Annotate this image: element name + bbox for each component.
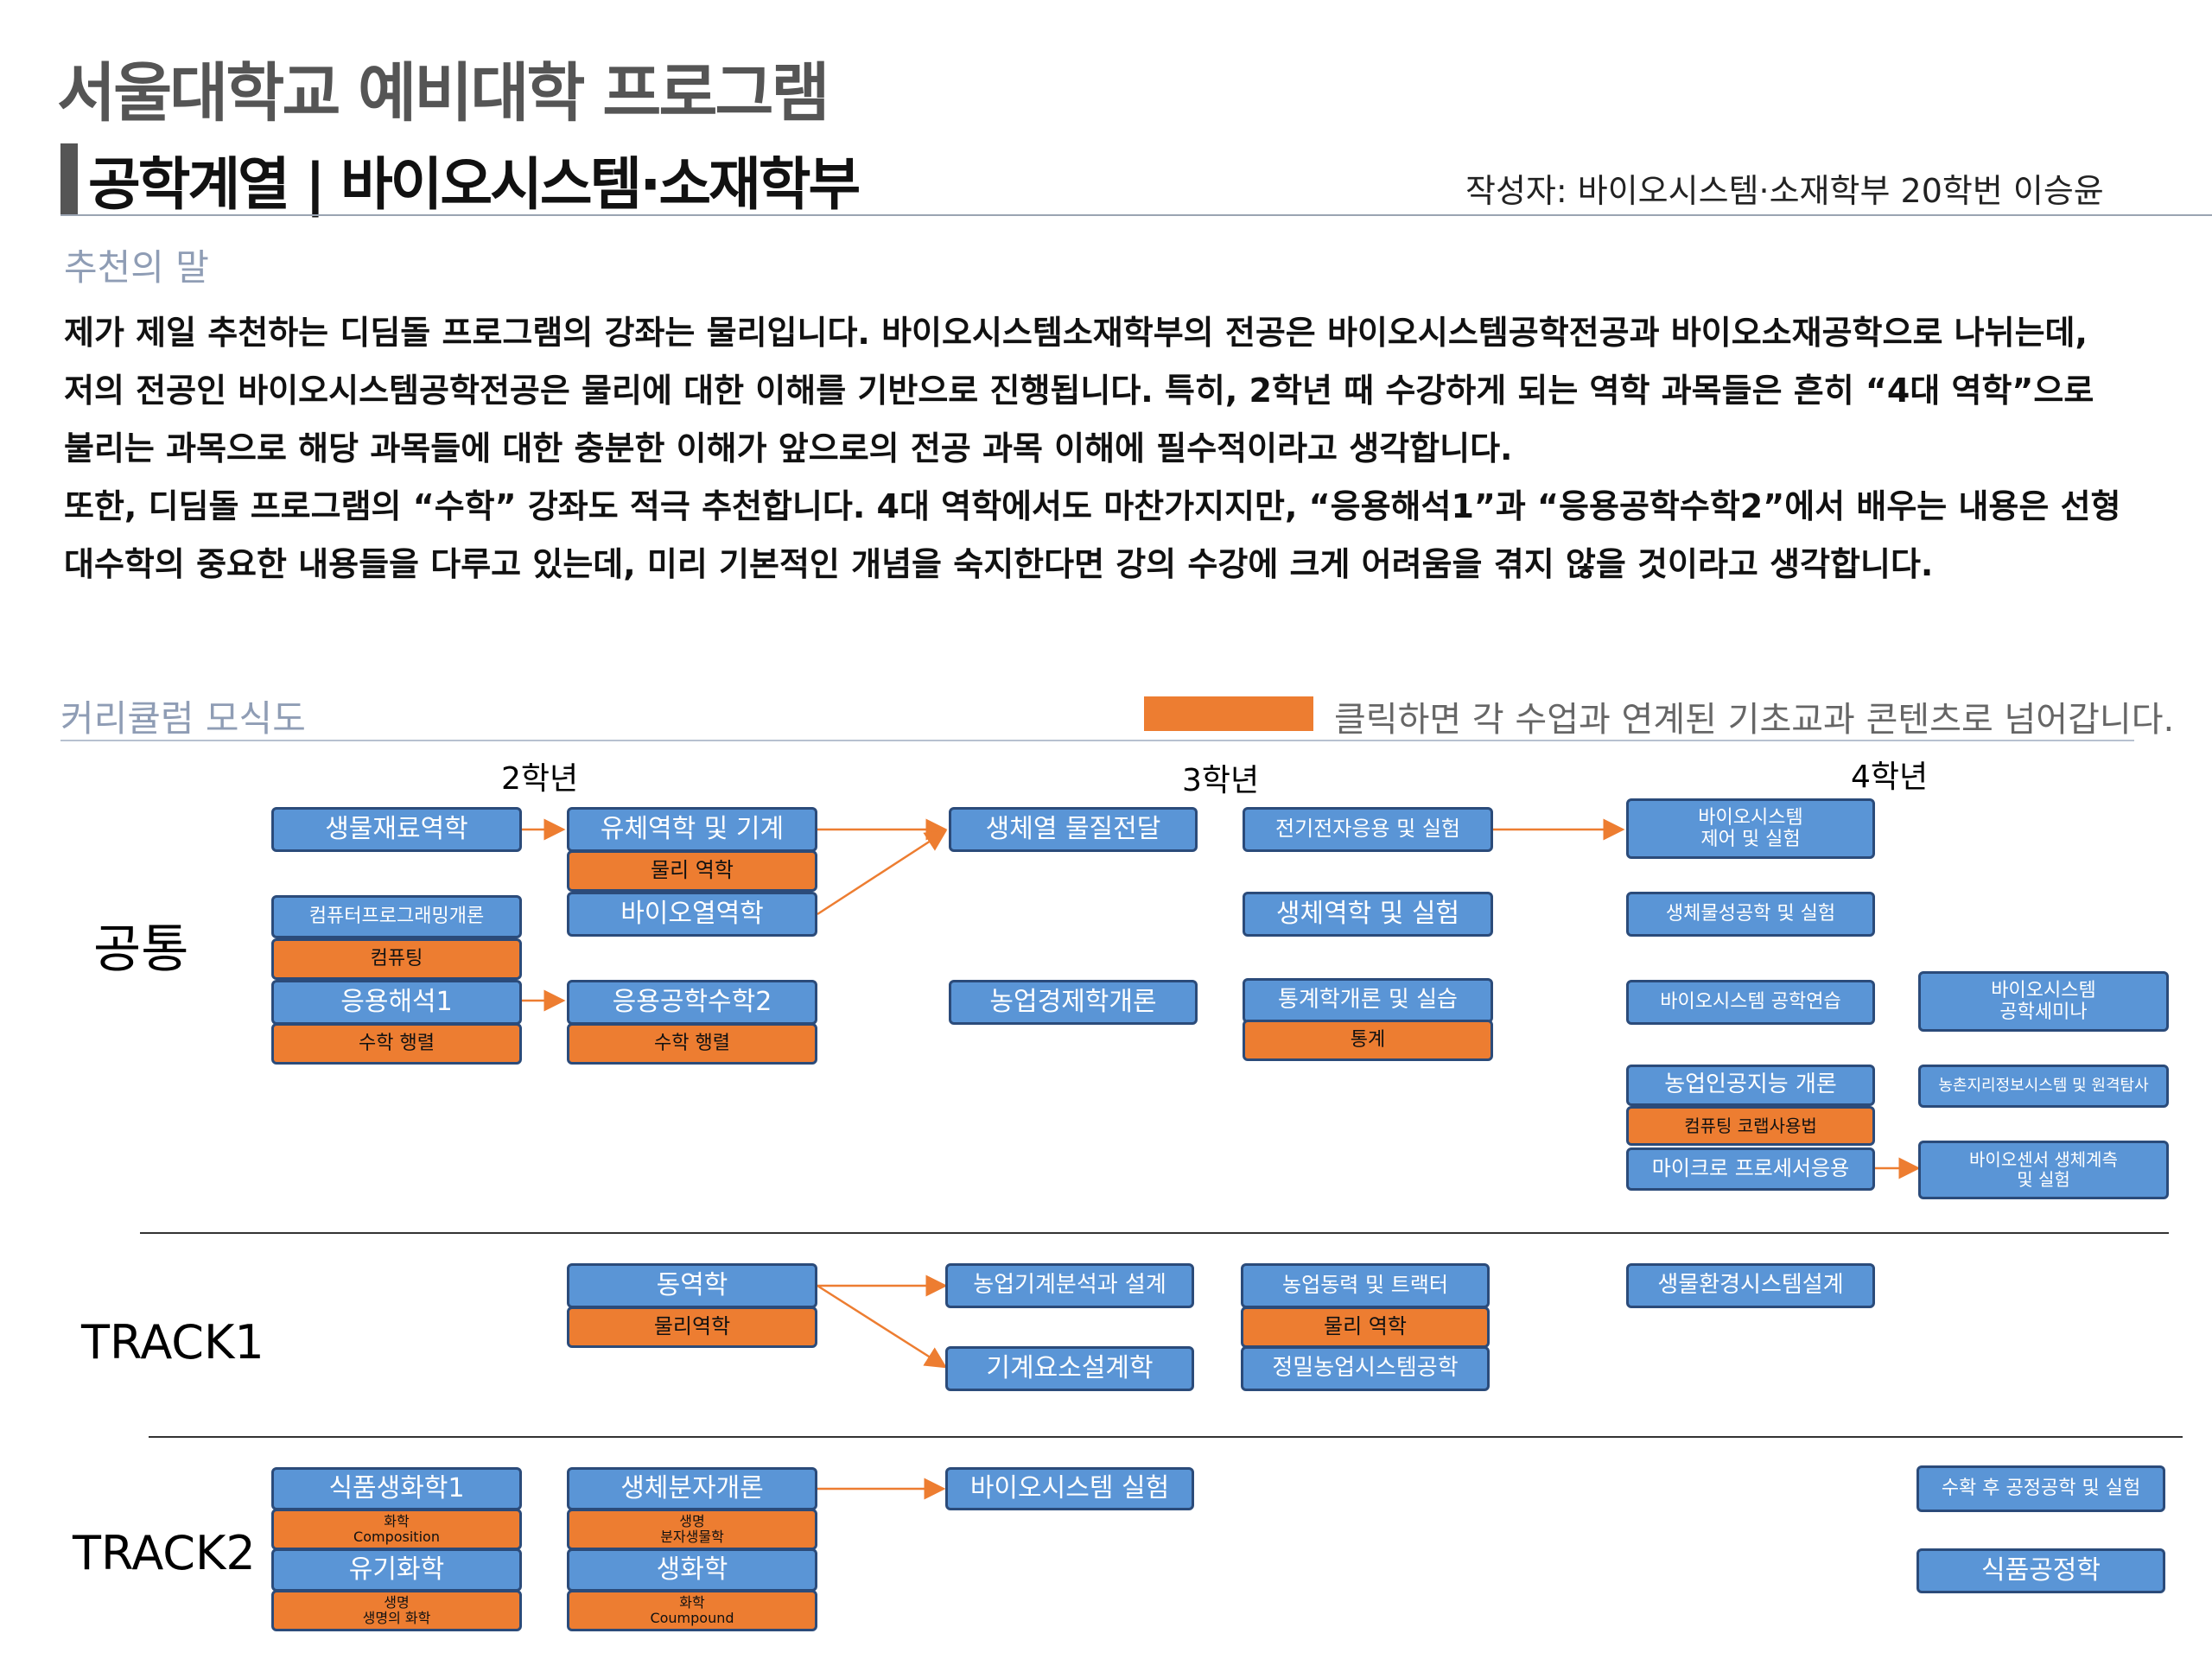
sub-title: 공학계열 | 바이오시스템·소재학부: [88, 151, 861, 218]
curriculum-title: 커리큘럼 모식도: [60, 697, 306, 740]
course-box[interactable]: 바이오시스템 실험: [945, 1467, 1194, 1510]
course-box[interactable]: 생체열 물질전달: [949, 807, 1198, 852]
course-box[interactable]: 농업경제학개론: [949, 980, 1198, 1025]
recommendation-text: 제가 제일 추천하는 디딤돌 프로그램의 강좌는 물리입니다. 바이오시스템소재…: [64, 304, 2164, 594]
course-box[interactable]: 농촌지리정보시스템 및 원격탐사: [1918, 1065, 2169, 1108]
course-box[interactable]: 전기전자응용 및 실험: [1243, 807, 1493, 852]
main-title: 서울대학교 예비대학 프로그램: [57, 56, 830, 130]
recommendation-line: 또한, 디딤돌 프로그램의 “수학” 강좌도 적극 추천합니다. 4대 역학에서…: [64, 487, 2121, 525]
foundation-link[interactable]: 생명 생명의 화학: [271, 1590, 522, 1631]
course-box[interactable]: 마이크로 프로세서응용: [1626, 1147, 1875, 1191]
course-box[interactable]: 수확 후 공정공학 및 실험: [1916, 1465, 2165, 1512]
recommendation-line: 불리는 과목으로 해당 과목들에 대한 충분한 이해가 앞으로의 전공 과목 이…: [64, 429, 1513, 467]
course-box[interactable]: 응용공학수학2: [567, 980, 817, 1025]
year-label-2: 2학년: [501, 761, 579, 797]
arrow: [817, 830, 948, 916]
course-box[interactable]: 유기화학: [271, 1548, 522, 1592]
author-credit: 작성자: 바이오시스템·소재학부 20학번 이승윤: [1465, 172, 2104, 210]
year-label-4: 4학년: [1851, 760, 1929, 795]
recommendation-title: 추천의 말: [64, 246, 209, 289]
course-box[interactable]: 생체물성공학 및 실험: [1626, 892, 1875, 937]
foundation-link[interactable]: 통계: [1243, 1020, 1493, 1061]
recommendation-line: 대수학의 중요한 내용들을 다루고 있는데, 미리 기본적인 개념을 숙지한다면…: [64, 545, 1934, 583]
course-box[interactable]: 유체역학 및 기계: [567, 807, 817, 852]
row-label-track1: TRACK1: [81, 1315, 264, 1370]
course-box[interactable]: 바이오시스템 제어 및 실험: [1626, 798, 1875, 859]
row-label-track2: TRACK2: [73, 1526, 256, 1580]
course-box[interactable]: 바이오열역학: [567, 892, 817, 937]
course-box[interactable]: 식품생화학1: [271, 1467, 522, 1510]
recommendation-line: 저의 전공인 바이오시스템공학전공은 물리에 대한 이해를 기반으로 진행됩니다…: [64, 372, 2094, 410]
foundation-link[interactable]: 컴퓨팅 코랩사용법: [1626, 1106, 1875, 1146]
legend-swatch: [1144, 696, 1313, 731]
course-box[interactable]: 바이오시스템 공학연습: [1626, 980, 1875, 1025]
foundation-link[interactable]: 화학 Coumpound: [567, 1590, 817, 1631]
row-separator: [140, 1232, 2169, 1234]
course-box[interactable]: 농업인공지능 개론: [1626, 1065, 1875, 1106]
row-separator: [149, 1436, 2183, 1438]
year-label-3: 3학년: [1182, 763, 1260, 798]
foundation-link[interactable]: 물리역학: [567, 1306, 817, 1348]
foundation-link[interactable]: 화학 Composition: [271, 1509, 522, 1550]
foundation-link[interactable]: 수학 행렬: [271, 1023, 522, 1065]
course-box[interactable]: 바이오센서 생체계측 및 실험: [1918, 1141, 2169, 1199]
course-box[interactable]: 정밀농업시스템공학: [1241, 1346, 1490, 1391]
course-box[interactable]: 바이오시스템 공학세미나: [1918, 971, 2169, 1032]
row-label-common: 공통: [93, 919, 189, 980]
course-box[interactable]: 생화학: [567, 1548, 817, 1592]
course-box[interactable]: 식품공정학: [1916, 1548, 2165, 1593]
curriculum-divider: [60, 740, 2134, 741]
foundation-link[interactable]: 수학 행렬: [567, 1023, 817, 1065]
legend-text: 클릭하면 각 수업과 연계된 기초교과 콘텐츠로 넘어갑니다.: [1334, 700, 2175, 740]
foundation-link[interactable]: 물리 역학: [567, 850, 817, 892]
course-box[interactable]: 생체분자개론: [567, 1467, 817, 1510]
title-accent-bar: [60, 143, 78, 216]
course-box[interactable]: 농업기계분석과 설계: [945, 1263, 1194, 1308]
course-box[interactable]: 기계요소설계학: [945, 1346, 1194, 1391]
foundation-link[interactable]: 생명 분자생물학: [567, 1509, 817, 1550]
course-box[interactable]: 동역학: [567, 1263, 817, 1308]
foundation-link[interactable]: 물리 역학: [1241, 1306, 1490, 1348]
course-box[interactable]: 응용해석1: [271, 980, 522, 1025]
course-box[interactable]: 통계학개론 및 실습: [1243, 978, 1493, 1023]
recommendation-line: 제가 제일 추천하는 디딤돌 프로그램의 강좌는 물리입니다. 바이오시스템소재…: [64, 314, 2088, 352]
course-box[interactable]: 컴퓨터프로그래밍개론: [271, 895, 522, 938]
foundation-link[interactable]: 컴퓨팅: [271, 938, 522, 980]
arrow: [817, 1284, 948, 1369]
course-box[interactable]: 생물환경시스템설계: [1626, 1263, 1875, 1308]
course-box[interactable]: 생체역학 및 실험: [1243, 892, 1493, 937]
header-divider: [60, 214, 2212, 216]
course-box[interactable]: 생물재료역학: [271, 807, 522, 852]
course-box[interactable]: 농업동력 및 트랙터: [1241, 1263, 1490, 1308]
